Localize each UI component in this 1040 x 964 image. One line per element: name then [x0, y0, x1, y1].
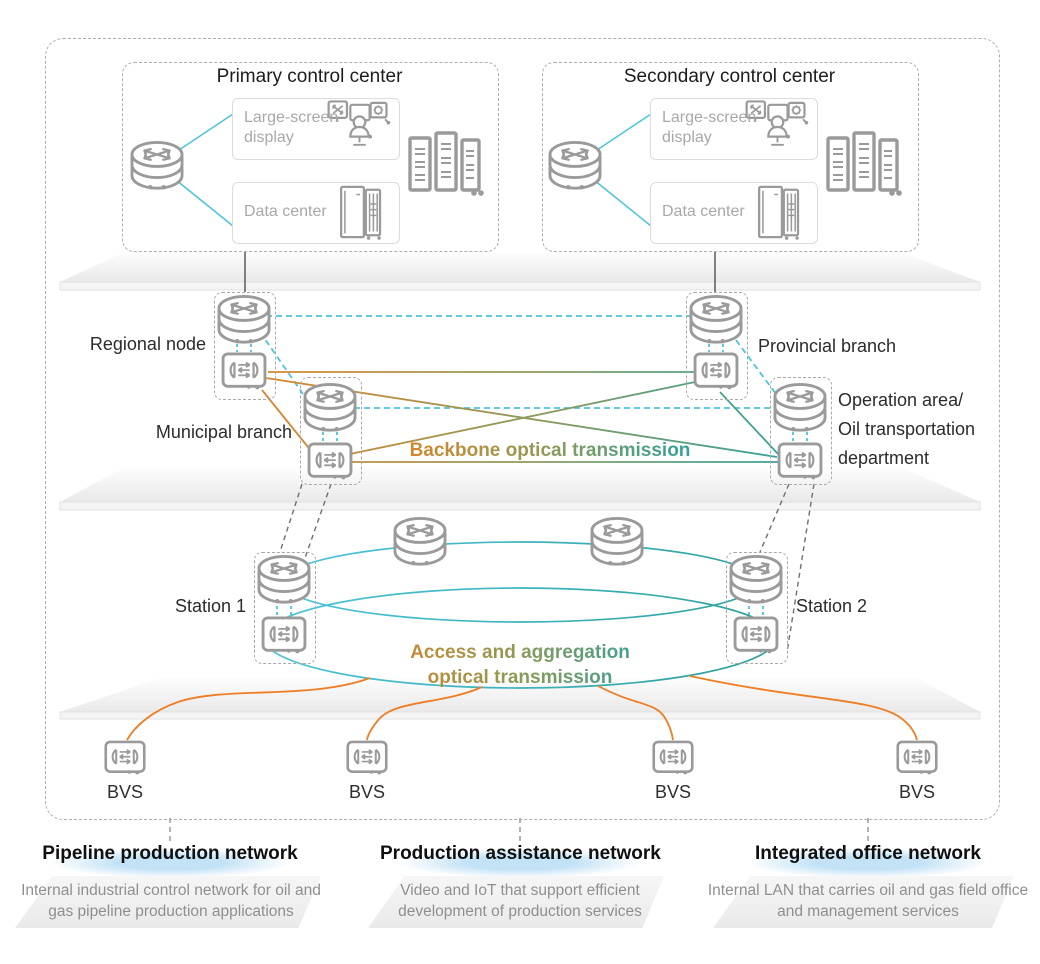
network2-wedge [368, 876, 664, 928]
otn-icon [777, 442, 823, 482]
network1-title: Pipeline production network [42, 843, 298, 864]
network1-desc: Internal industrial control network for … [21, 882, 321, 920]
platform-control-layer [59, 253, 981, 291]
router-icon [546, 140, 604, 192]
highlight-ellipse [400, 848, 640, 878]
operation-area-label: Operation area/ Oil transportation depar… [838, 386, 975, 473]
otn-icon [307, 442, 353, 482]
otn-icon [221, 352, 267, 392]
secondary-large-screen-label: Large-screen display [662, 109, 757, 146]
primary-data-center-label: Data center [244, 203, 327, 220]
platform-backbone-layer [59, 468, 981, 511]
otn-icon [261, 616, 307, 656]
station-drop-links [279, 483, 815, 653]
ip-links [259, 315, 777, 409]
router-icon [391, 516, 449, 568]
bvs-icon [104, 740, 146, 777]
highlight-ellipse [748, 848, 988, 878]
otn-icon [693, 352, 739, 392]
bvs-label: BVS [348, 782, 386, 802]
bvs-label: BVS [898, 782, 936, 802]
provincial-branch-label: Provincial branch [758, 336, 897, 356]
primary-control-center-title: Primary control center [216, 66, 403, 87]
access-transmission-line1: Access and aggregation [410, 642, 630, 663]
network2-desc: Video and IoT that support efficient dev… [398, 882, 642, 920]
regional-node-label: Regional node [89, 334, 206, 354]
center-node-connectors [244, 251, 716, 292]
network3-wedge [713, 876, 1014, 928]
server-rack-icon [826, 130, 902, 196]
router-icon [727, 554, 785, 606]
primary-control-center-box [122, 62, 499, 252]
router-icon [771, 382, 829, 434]
otn-icon [733, 616, 779, 656]
bvs-links [126, 675, 918, 741]
station2-label: Station 2 [796, 596, 868, 616]
secondary-control-center-title: Secondary control center [623, 66, 836, 87]
bvs-label: BVS [654, 782, 692, 802]
municipal-branch-label: Municipal branch [155, 422, 292, 442]
secondary-control-center-box [542, 62, 919, 252]
municipal-branch-box [300, 377, 362, 485]
access-transmission-label: Access and aggregation optical transmiss… [370, 640, 670, 690]
regional-node-box [214, 292, 276, 400]
router-icon [687, 294, 745, 346]
bvs-icon [652, 740, 694, 777]
network3-desc: Internal LAN that carries oil and gas fi… [707, 882, 1029, 920]
provincial-branch-box [686, 292, 748, 400]
bvs-icon [346, 740, 388, 777]
operation-area-label-line3: department [838, 448, 930, 468]
bvs-icon [896, 740, 938, 777]
highlight-ellipse [50, 848, 290, 878]
control-center-links [175, 113, 652, 227]
network-label-ticks [169, 818, 869, 842]
network1-wedge [15, 876, 321, 928]
station2-box [726, 552, 788, 664]
bvs-label: BVS [106, 782, 144, 802]
operation-area-label-line1: Operation area/ [838, 390, 964, 410]
primary-large-screen-label: Large-screen display [244, 109, 339, 146]
diagram-outer-border [45, 38, 1000, 820]
station1-label: Station 1 [174, 596, 246, 616]
access-transmission-line2: optical transmission [427, 667, 613, 688]
station1-box [254, 552, 316, 664]
operation-area-label-line2: Oil transportation [838, 419, 976, 439]
router-icon [301, 382, 359, 434]
network3-title: Integrated office network [755, 843, 981, 864]
server-rack-icon [408, 130, 484, 196]
router-icon [255, 554, 313, 606]
router-icon [215, 294, 273, 346]
router-icon [588, 516, 646, 568]
backbone-transmission-label: Backbone optical transmission [400, 440, 700, 462]
router-icon [128, 140, 186, 192]
secondary-data-center-label: Data center [662, 203, 745, 220]
network2-title: Production assistance network [380, 843, 661, 864]
operation-area-box [770, 377, 832, 485]
